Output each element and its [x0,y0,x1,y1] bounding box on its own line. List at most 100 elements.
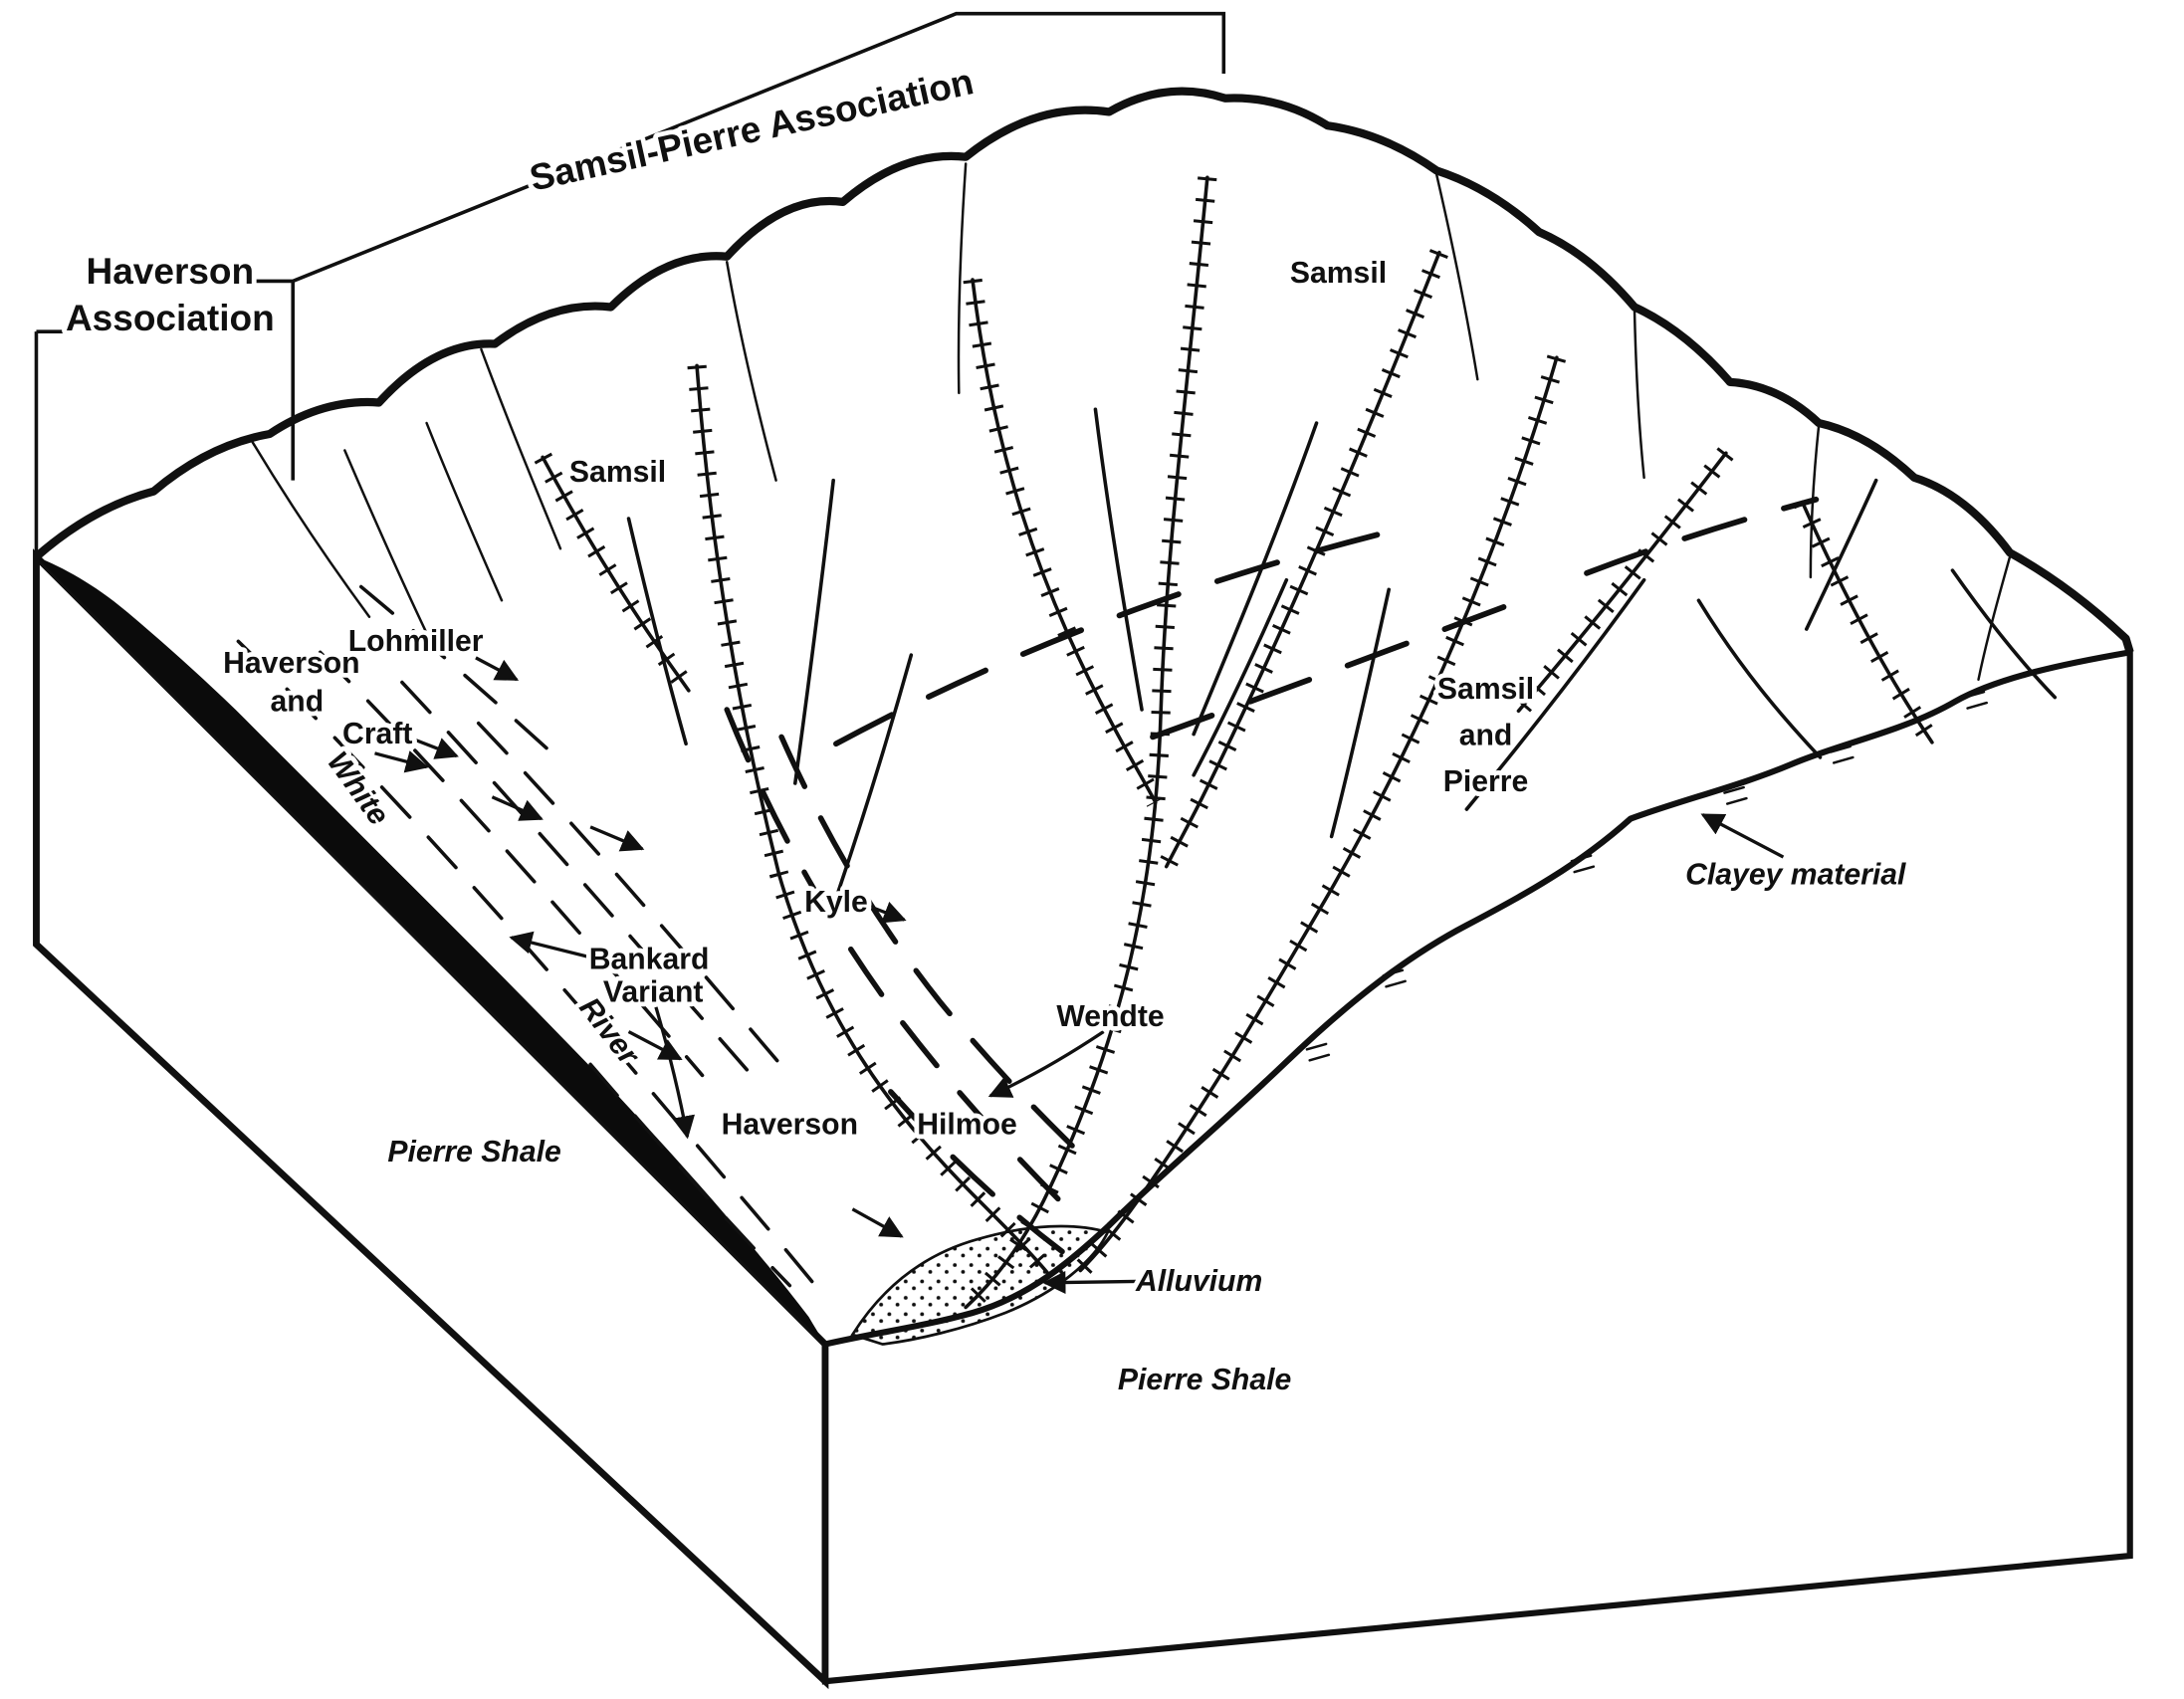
alluvium-label: Alluvium [1135,1265,1262,1298]
drainage-channel [1093,407,1144,712]
intermittent-channel [778,734,1096,1168]
samsil-top-label: Samsil [1290,257,1387,290]
drainage-channel [793,478,835,785]
upland-dashed-divides [833,496,1820,747]
terrace-line [236,639,822,1293]
samsil-and-pierre-label-line2: and [1459,720,1513,752]
pierre-shale-left-label: Pierre Shale [387,1136,560,1168]
drainage-channel [695,363,1051,1277]
drainage-channel [1164,250,1441,869]
gully-hachures [534,452,697,697]
flow-arrow [491,795,544,821]
clayey-ticks [1305,690,1988,1062]
hilmoe-label: Hilmoe [917,1108,1017,1141]
ridge-spur [425,421,504,602]
ridge-spur [726,261,777,482]
intermittent-channel [888,1089,1093,1275]
bankard-leader-up [509,931,605,962]
haverson-and-craft-label-line2: and [271,685,325,718]
samsil-and-pierre-label-line3: Pierre [1443,765,1529,798]
kyle-leader [868,901,907,924]
back-ridge-outline [33,87,2134,654]
label-leaders [475,656,1785,1295]
floodplain-dashes [236,584,822,1293]
kyle-label: Kyle [804,886,868,919]
association-brackets [34,11,1226,560]
clayey-material-label: Clayey material [1685,858,1906,891]
drainage-channel [1516,451,1728,714]
drainage-channel [1192,421,1319,737]
bankard-variant-label-line1: Bankard [589,943,710,975]
ridge-spur [1434,173,1479,381]
alluvium-leader [1042,1270,1137,1295]
wendte-label: Wendte [1056,1000,1164,1033]
drainage-far-right [1696,478,2058,759]
gully-hachures [1073,354,1567,1278]
flow-arrow [589,825,645,852]
drainage-channel [834,653,914,900]
ridge-spur [1977,555,2012,682]
clayey-tick [1570,854,1596,874]
drainage-channel [626,517,688,746]
clayey-leader [1700,813,1785,859]
drainage-central [959,175,1448,1315]
drainage-channel [541,455,691,693]
clayey-tick [1963,690,1988,710]
samsil-and-pierre-label-line1: Samsil [1437,673,1534,706]
dashed-divide [833,524,1413,747]
clayey-tick [1382,968,1407,988]
drainage-channel [1800,500,1934,744]
samsil-left-label: Samsil [569,456,666,489]
drainage-channel [1329,587,1391,839]
ridge-spur [480,347,562,550]
terrace-line [588,1062,792,1288]
white-river-band [36,556,825,1345]
haverson-and-craft-label-line3: Craft [342,718,412,750]
samsil-pierre-association-label: Samsil-Pierre Association [526,60,977,199]
haverson-bracket [34,329,70,560]
haverson-association-label-line1: Haverson [87,250,255,292]
flow-arrow [374,750,429,773]
flow-arrow [851,1207,904,1238]
lohmiller-label: Lohmiller [348,625,484,658]
ridge-spur [343,449,428,635]
valley-channels [724,707,1096,1275]
alluvium-patch [850,1224,1110,1346]
left-cut-face [33,548,829,1690]
drainage-channel [971,278,1158,804]
clayey-tick [1305,1042,1331,1062]
flow-arrow [406,735,459,759]
clayey-tick [1723,785,1748,805]
drainage-channel [1804,478,1878,631]
ridge-spur [957,162,968,395]
drainage-kyle [534,363,1057,1281]
front-cut-face [821,648,2133,1685]
haverson-association-label-line2: Association [66,297,275,338]
intermittent-channel [724,707,1074,1215]
dashed-divide [1150,597,1525,741]
flow-arrow [627,1030,683,1061]
pierre-shale-front-label: Pierre Shale [1118,1364,1291,1396]
bankard-leader-down [654,1006,696,1140]
ridge-spur [1633,310,1645,480]
drainage-channel [1696,598,1823,759]
terrace-line [318,650,705,1078]
drainage-right [1073,354,1734,1278]
haverson-and-craft-label-line1: Haverson [223,647,359,680]
ridge-spurs [248,162,2012,682]
dashed-divide [1584,496,1820,576]
gully-hachures [1158,249,1448,871]
terrace-line [359,584,554,755]
flow-arrows [374,735,904,1238]
drainage-channel [1950,568,2058,700]
clayey-tick [1830,744,1855,764]
terrace-line [476,721,792,1078]
ridge-spur [248,435,371,618]
wendte-leader [987,1030,1105,1098]
gully-hachures [1793,498,1940,748]
drainage-channel [1464,577,1646,811]
terrace-line [400,680,757,1080]
gully-hachures [963,278,1165,807]
